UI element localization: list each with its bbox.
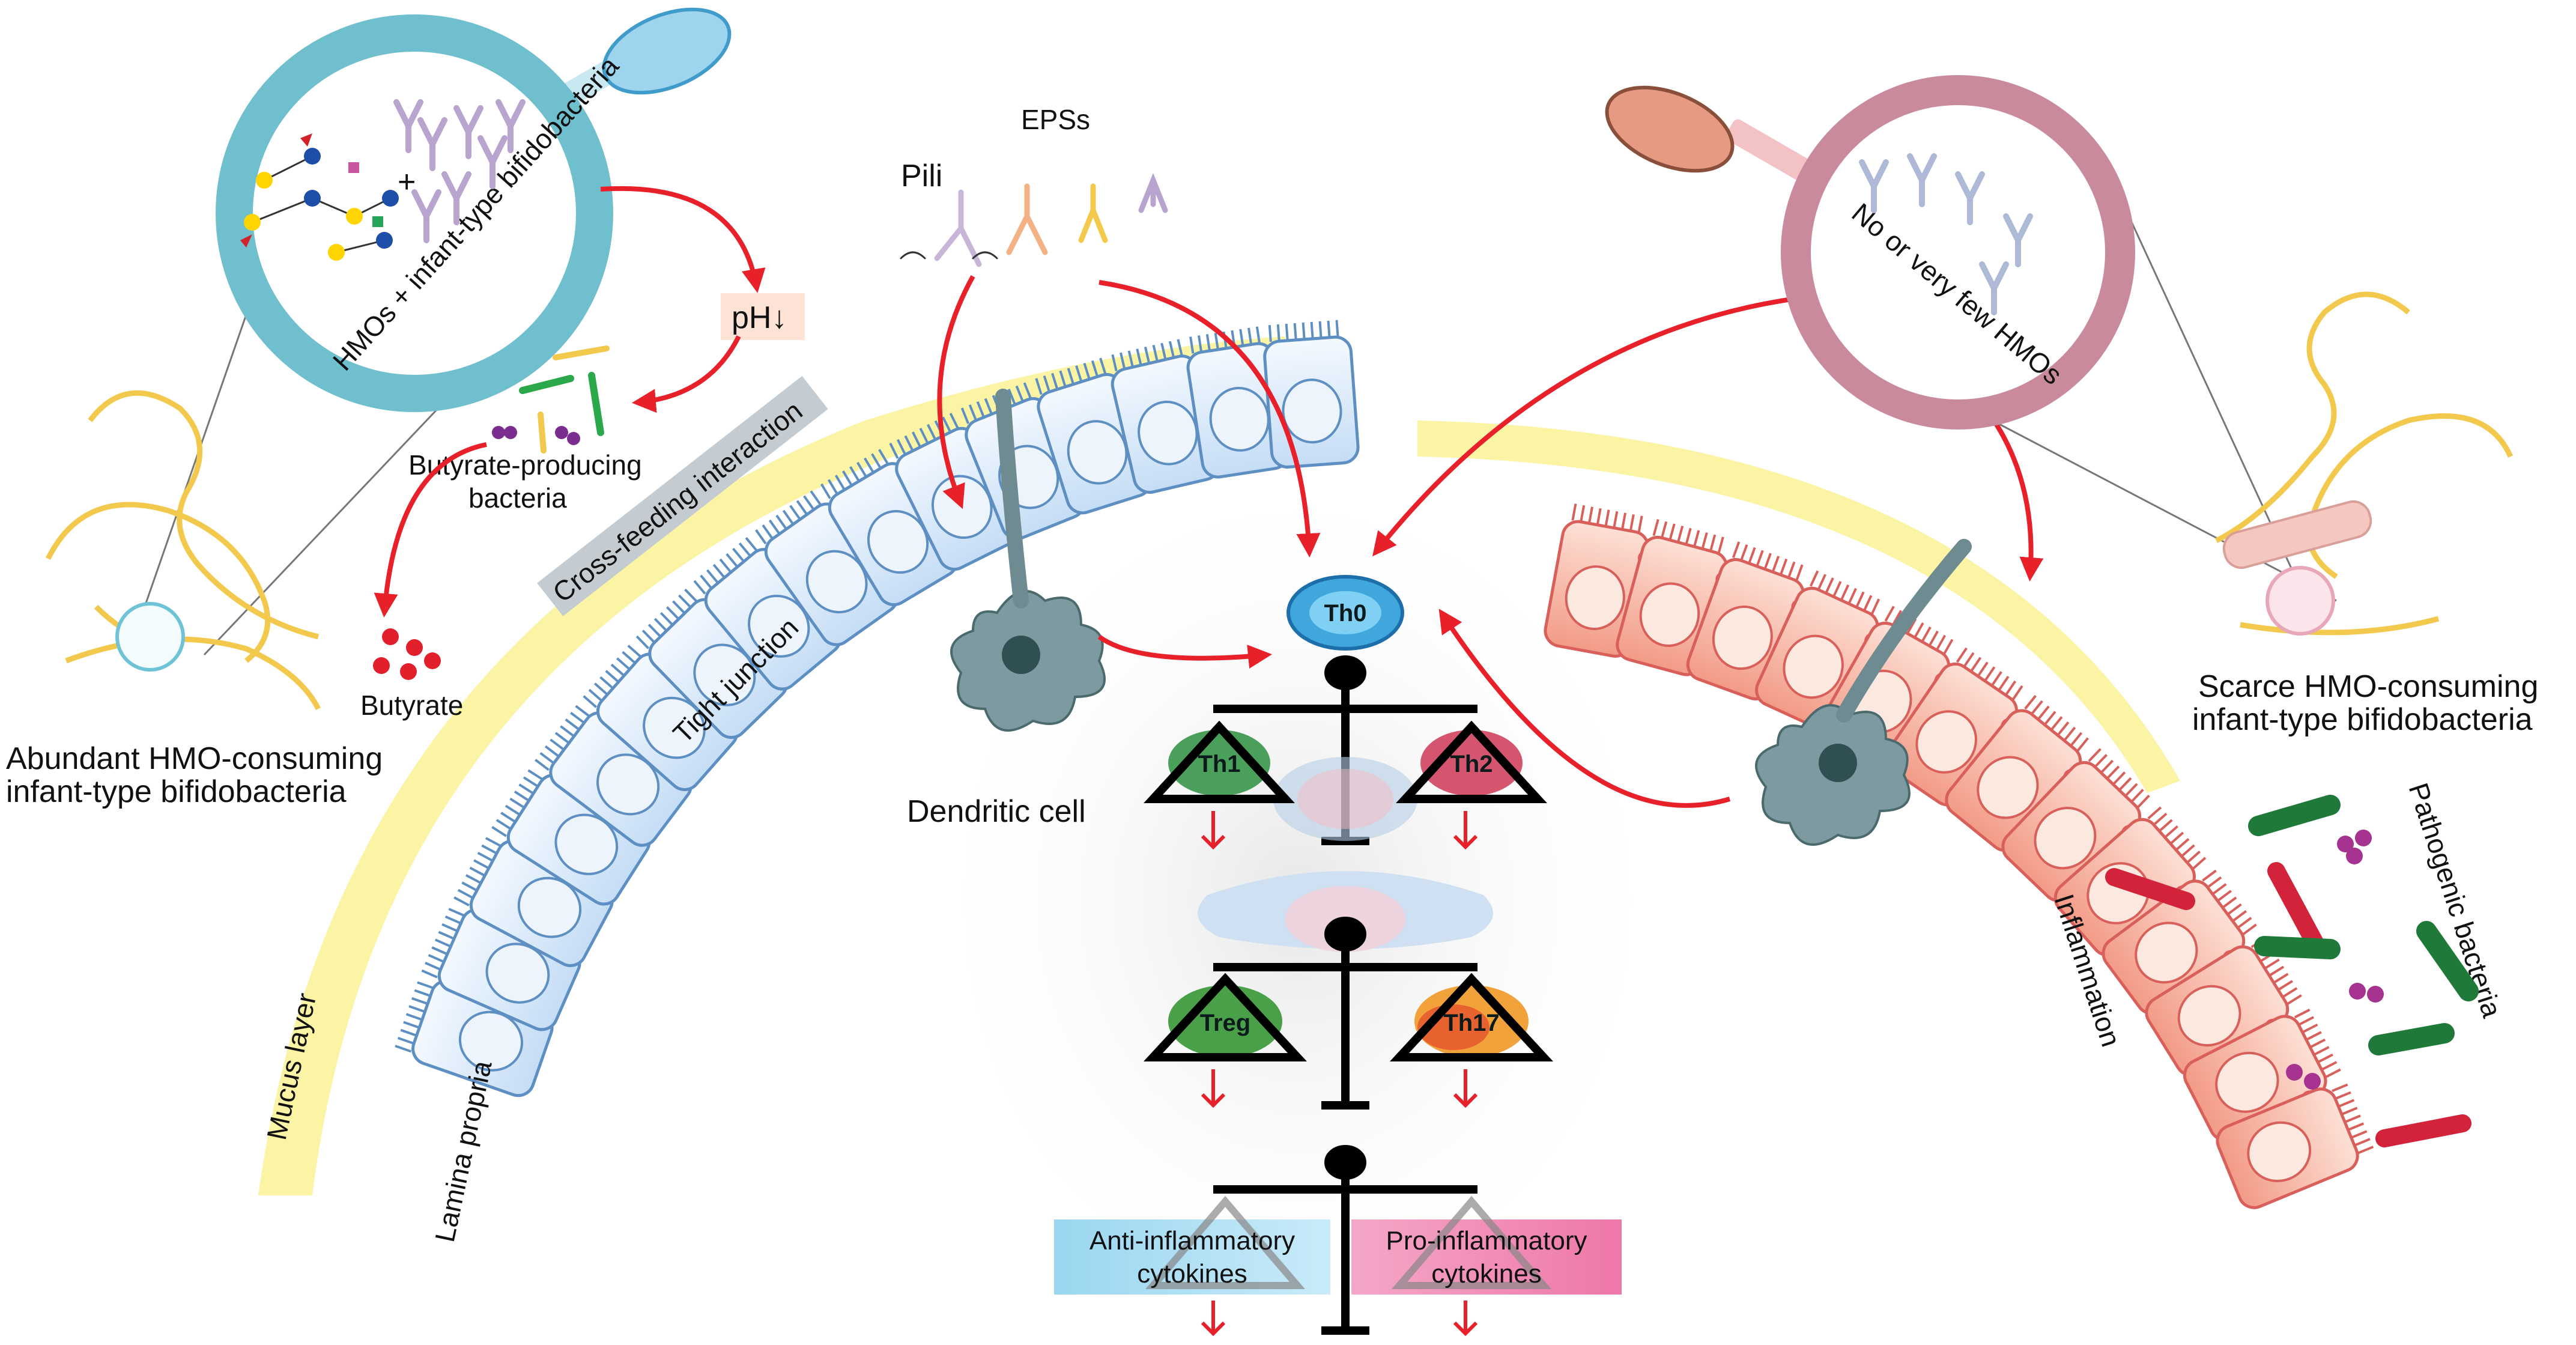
magnifier-right: No or very few HMOs xyxy=(1605,75,2337,602)
pathogenic-bacteria xyxy=(2105,795,2479,1147)
healthy-epithelial-cell xyxy=(491,769,651,906)
arrow-few-hmos-to-th0 xyxy=(1372,292,1832,557)
eps-pili-bacteria xyxy=(900,172,1168,267)
inflamed-epithelial-nucleus xyxy=(2177,985,2241,1047)
inflamed-epithelial-nucleus xyxy=(1712,606,1773,670)
hmo-circle xyxy=(216,14,613,412)
pili-label: Pili xyxy=(901,159,942,193)
pro-inflammatory-line1: Pro-inflammatory xyxy=(1386,1226,1587,1255)
th1-cell xyxy=(1168,730,1270,796)
scarce-label-line1: Scarce HMO-consuming xyxy=(2198,669,2538,704)
healthy-epithelium xyxy=(258,320,1360,1195)
arrow-eps-to-th0 xyxy=(1099,280,1321,557)
down-arrows-row1 xyxy=(1201,811,1478,850)
treg-cell xyxy=(1168,985,1282,1057)
th2-label: Th2 xyxy=(1450,751,1493,777)
balance-cytokines xyxy=(1213,1145,1477,1335)
hmo-molecules: + xyxy=(240,133,416,261)
magnifier-handle-right xyxy=(1605,85,1735,173)
inflamed-epithelial-nucleus xyxy=(1915,710,1977,774)
healthy-cell-layer xyxy=(395,320,1360,1098)
mother-infant-left xyxy=(45,390,321,711)
dendritic-cell-right xyxy=(1755,539,1972,846)
inflamed-epithelial-nucleus xyxy=(2247,1121,2312,1182)
th17-label: Th17 xyxy=(1443,1010,1499,1036)
anti-inflammatory-line1: Anti-inflammatory xyxy=(1089,1226,1295,1255)
arrow-bacteria-to-butyrate xyxy=(374,442,487,618)
flow-arrows-center xyxy=(937,275,2044,808)
arrow-pili-to-epithelium xyxy=(937,275,975,509)
inflamed-epithelial-cell xyxy=(1885,647,2023,807)
pro-inflammatory-line2: cytokines xyxy=(1431,1259,1541,1289)
ph-box xyxy=(721,293,805,340)
down-arrows-row3 xyxy=(1201,1301,1478,1337)
ph-label: pH↓ xyxy=(732,300,787,335)
inflamed-epithelial-cell xyxy=(2001,748,2150,902)
healthy-epithelial-cell xyxy=(1263,320,1360,469)
butyrate-producing-label-line2: bacteria xyxy=(468,482,567,514)
arrow-ph-to-bacteria xyxy=(632,335,741,413)
butyrate-label: Butyrate xyxy=(360,690,463,721)
inflamed-epithelial-cell xyxy=(2216,1083,2374,1209)
dendritic-cell-label: Dendritic cell xyxy=(907,794,1086,829)
balance-treg-th17 xyxy=(1213,917,1477,1110)
t-cell-balance: Th0 Th1 Th2 xyxy=(1054,575,1622,1337)
inflamed-epithelial-nucleus xyxy=(1565,565,1625,630)
treg-label: Treg xyxy=(1200,1010,1250,1036)
few-hmos-circle xyxy=(1781,75,2135,430)
inflamed-epithelial-nucleus xyxy=(2034,807,2097,870)
down-arrows-row2 xyxy=(1201,1069,1478,1108)
abundant-label-line1: Abundant HMO-consuming xyxy=(6,741,383,776)
bifidobacteria-cluster xyxy=(393,99,526,243)
scarce-bifidobacteria xyxy=(1859,153,2033,315)
th1-label: Th1 xyxy=(1198,751,1240,777)
butyrate-molecules xyxy=(373,628,441,680)
healthy-epithelial-cell xyxy=(583,645,739,791)
scarce-label-line2: infant-type bifidobacteria xyxy=(2192,702,2533,737)
lamina-propria-label: Lamina propria xyxy=(429,1058,498,1245)
dendritic-cell-left xyxy=(950,389,1106,732)
butyrate-producing-label-line1: Butyrate-producing xyxy=(408,449,642,481)
mother-infant-right xyxy=(2214,291,2514,636)
magnifier-handle-left xyxy=(602,7,732,95)
abundant-label-line2: infant-type bifidobacteria xyxy=(6,774,347,809)
butyrate-producing-bacteria xyxy=(492,345,610,454)
healthy-epithelial-cell xyxy=(755,490,899,646)
th2-cell xyxy=(1420,730,1523,796)
mucus-layer-right xyxy=(1417,421,2180,793)
inflamed-epithelial-nucleus xyxy=(1639,582,1700,647)
inflamed-epithelial-nucleus xyxy=(2135,921,2198,984)
arrow-right-dc-to-th0 xyxy=(1438,609,1731,808)
arrow-circle-to-ph xyxy=(600,186,766,293)
healthy-epithelial-cell xyxy=(635,588,789,739)
inflamed-epithelial-nucleus xyxy=(2215,1051,2279,1113)
th0-label: Th0 xyxy=(1324,600,1366,627)
arrow-dc-to-th0 xyxy=(1097,634,1272,669)
magnifier-left: HMOs + infant-type bifidobacteria + xyxy=(131,7,732,656)
flow-arrows-left xyxy=(374,186,766,618)
inflamed-epithelial-cell xyxy=(1945,694,2089,852)
inflamed-epithelial-nucleus xyxy=(1783,634,1844,699)
mucus-layer-band xyxy=(258,336,1285,1195)
healthy-epithelial-nucleus xyxy=(1282,378,1342,444)
anti-inflammatory-line2: cytokines xyxy=(1137,1259,1247,1289)
inflamed-epithelial-nucleus xyxy=(1977,756,2039,819)
inflamed-cell-layer xyxy=(1544,503,2374,1209)
eps-label: EPSs xyxy=(1021,104,1090,135)
